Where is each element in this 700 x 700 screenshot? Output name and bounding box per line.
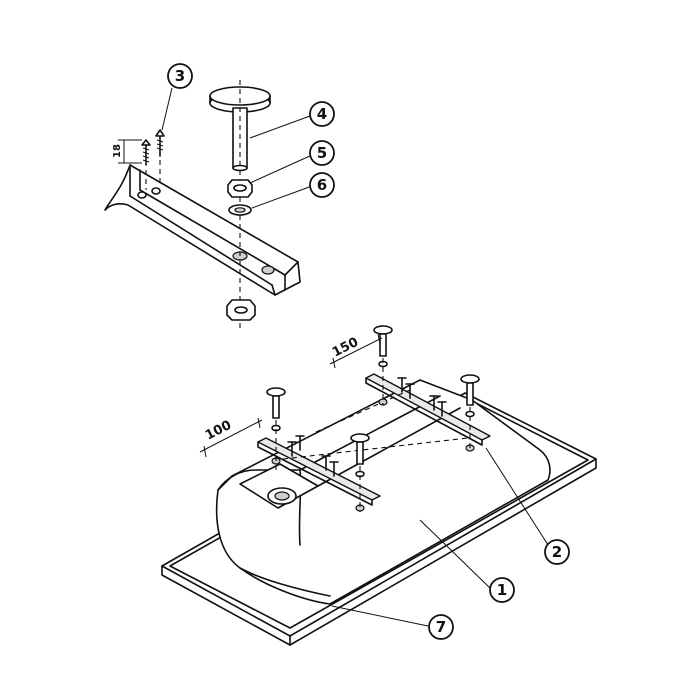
leader-6 bbox=[251, 185, 313, 209]
adjustable-leg bbox=[209, 80, 271, 330]
callout-4: 4 bbox=[309, 101, 335, 127]
callout-5: 5 bbox=[309, 140, 335, 166]
front-spacing-dimension: 100 bbox=[199, 418, 263, 458]
svg-text:2: 2 bbox=[552, 543, 562, 561]
leg-nut bbox=[227, 179, 253, 198]
callout-1: 1 bbox=[489, 577, 515, 603]
leg-washer bbox=[228, 204, 252, 216]
leader-3 bbox=[161, 87, 173, 131]
leader-1 bbox=[419, 519, 491, 589]
tub-leg-front-left bbox=[266, 387, 286, 470]
screw-height-label: 18 bbox=[112, 144, 123, 158]
callout-2: 2 bbox=[544, 539, 570, 565]
svg-text:6: 6 bbox=[317, 176, 327, 194]
self-tapping-screw bbox=[141, 129, 165, 190]
svg-text:5: 5 bbox=[317, 144, 327, 162]
tub-leg-back-left bbox=[373, 325, 393, 406]
leader-5 bbox=[249, 154, 313, 184]
back-rail bbox=[365, 373, 491, 446]
leader-4 bbox=[249, 115, 311, 139]
leader-2 bbox=[485, 447, 551, 549]
back-spacing-dimension: 150 bbox=[329, 333, 383, 369]
detail-rail-assembly: 18 bbox=[104, 80, 301, 330]
callout-6: 6 bbox=[309, 172, 335, 198]
drain-overflow bbox=[239, 463, 319, 509]
bathtub-assembly: 100 150 bbox=[161, 325, 597, 646]
svg-text:3: 3 bbox=[175, 67, 185, 85]
callout-3: 3 bbox=[167, 63, 193, 89]
front-spacing-label: 100 bbox=[203, 418, 234, 444]
screw-height-dimension: 18 bbox=[112, 139, 142, 164]
front-rail bbox=[257, 437, 381, 506]
mounting-rail bbox=[104, 164, 301, 296]
svg-text:7: 7 bbox=[436, 618, 446, 636]
svg-text:4: 4 bbox=[317, 105, 327, 123]
leader-7 bbox=[331, 605, 429, 627]
tub-leg-back-right bbox=[460, 374, 480, 452]
svg-text:1: 1 bbox=[497, 581, 507, 599]
tub-leg-front-right bbox=[350, 433, 370, 512]
callout-7: 7 bbox=[428, 614, 454, 640]
rail-screws-front bbox=[287, 435, 339, 477]
bottom-nut bbox=[226, 299, 256, 321]
rail-screws-back bbox=[397, 377, 447, 417]
